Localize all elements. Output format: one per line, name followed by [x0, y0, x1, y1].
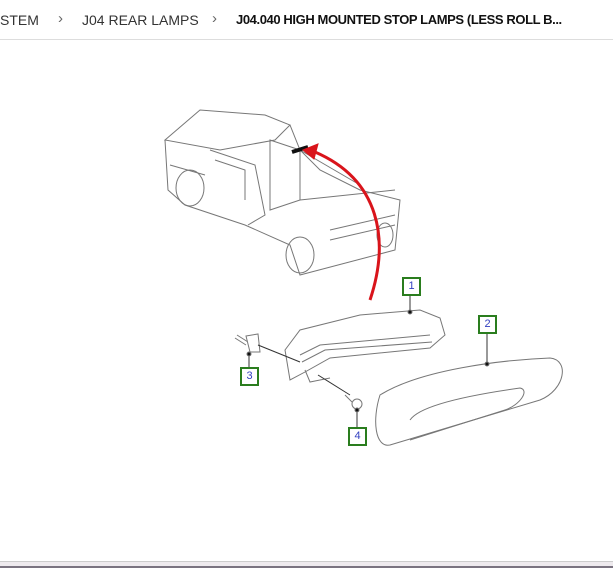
- horizontal-scrollbar[interactable]: [0, 561, 613, 568]
- breadcrumb-current: J04.040 HIGH MOUNTED STOP LAMPS (LESS RO…: [236, 12, 562, 27]
- location-marker: [291, 145, 309, 154]
- lamp-assembly: [284, 309, 446, 383]
- callout-1[interactable]: 1: [402, 277, 421, 296]
- breadcrumb-item-system[interactable]: STEM: [0, 12, 39, 28]
- chevron-right-icon: ›: [212, 10, 217, 27]
- callout-2[interactable]: 2: [478, 315, 497, 334]
- red-arrow: [314, 150, 381, 301]
- callout-4[interactable]: 4: [348, 427, 367, 446]
- parts-diagram: 1 2 3 4: [0, 41, 613, 561]
- breadcrumb-item-rear-lamps[interactable]: J04 REAR LAMPS: [82, 12, 199, 28]
- fastener-4: [344, 394, 363, 410]
- lamp-cover: [375, 357, 563, 446]
- fastener-3: [234, 333, 261, 353]
- breadcrumb: STEM › J04 REAR LAMPS › J04.040 HIGH MOU…: [0, 0, 613, 40]
- diagram-illustration: [163, 109, 563, 446]
- callout-3[interactable]: 3: [240, 367, 259, 386]
- chevron-right-icon: ›: [58, 10, 63, 27]
